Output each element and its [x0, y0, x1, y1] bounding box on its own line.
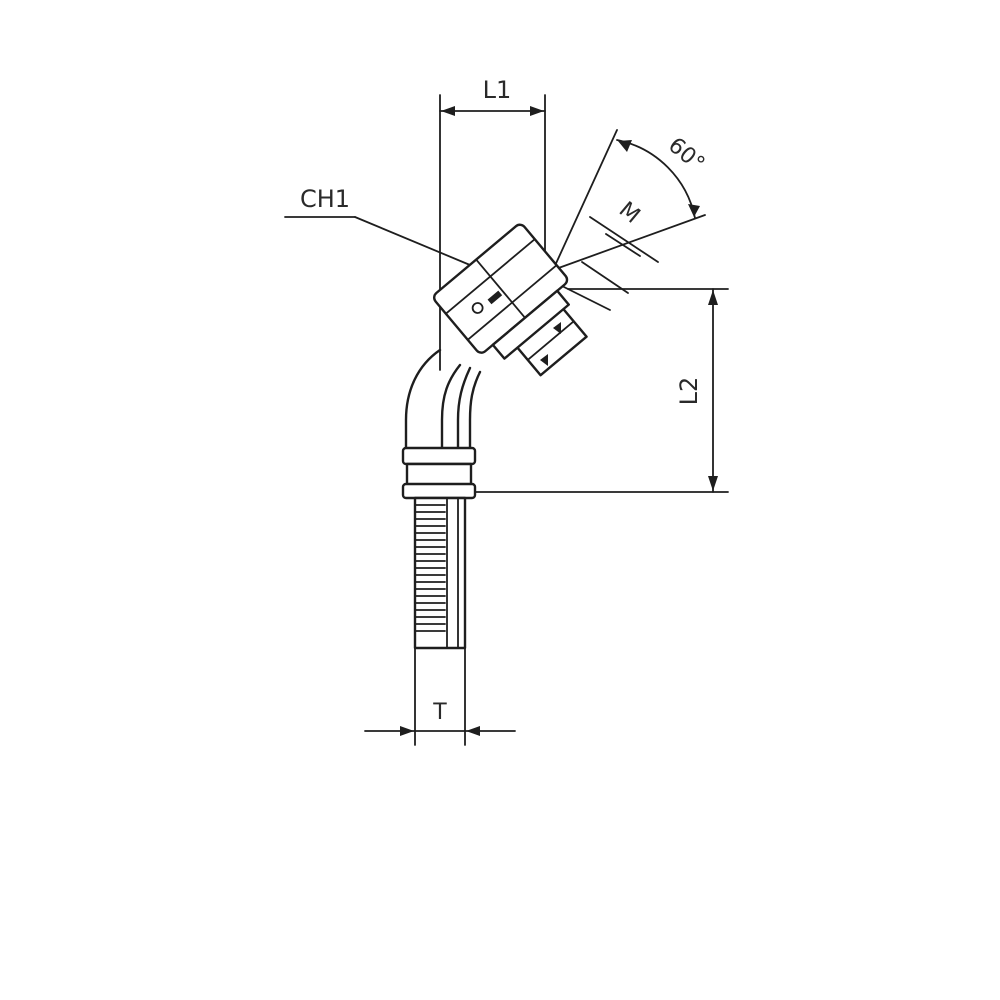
ferrule-ridges — [414, 504, 446, 632]
fitting-body — [401, 223, 588, 650]
nut-assembly — [432, 223, 588, 377]
label-t: T — [432, 700, 447, 725]
leader-ch1: CH1 — [284, 185, 471, 266]
dimension-l2: L2 — [467, 288, 729, 493]
dimension-m-and-angle: M 60° — [552, 129, 709, 311]
dimension-l1: L1 — [439, 76, 546, 371]
dimension-t: T — [364, 639, 516, 746]
label-l2: L2 — [675, 377, 703, 406]
label-m: M — [614, 197, 645, 228]
label-l1: L1 — [483, 76, 512, 104]
label-ch1: CH1 — [300, 185, 350, 213]
